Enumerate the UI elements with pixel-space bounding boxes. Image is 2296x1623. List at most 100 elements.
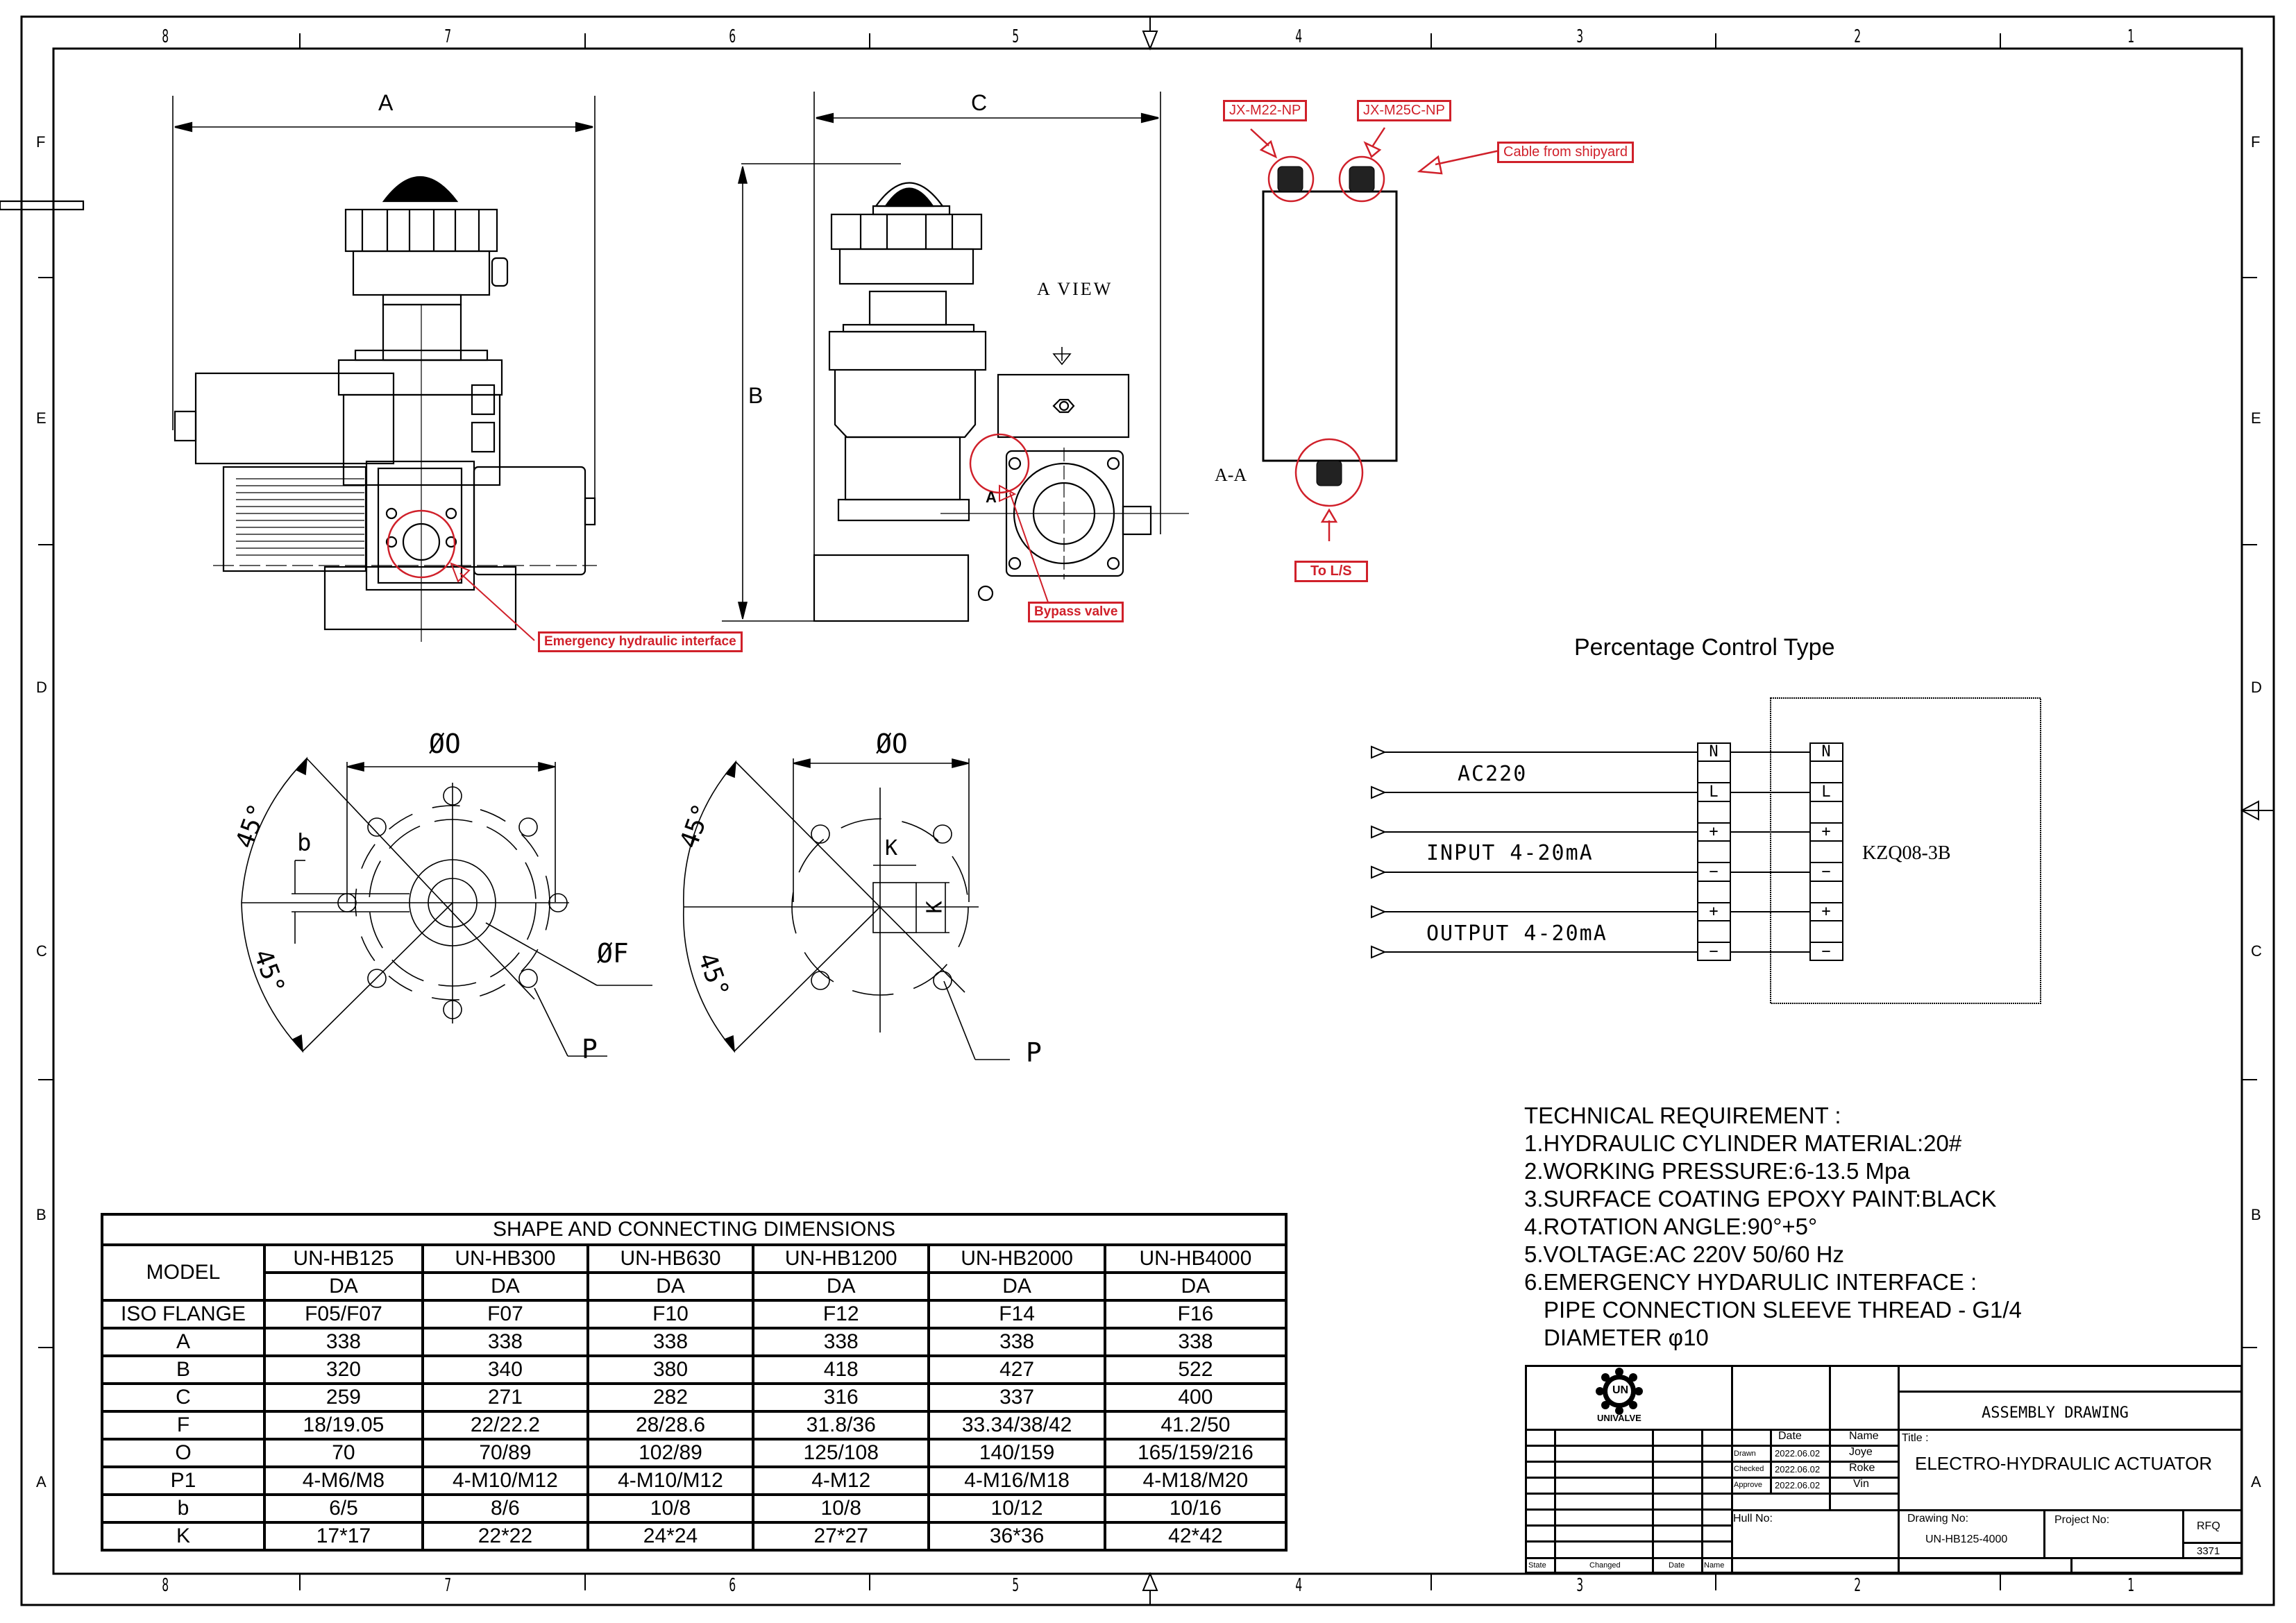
terminal-input-minus: − xyxy=(1709,863,1719,881)
row-label: b xyxy=(101,1493,266,1524)
sign-date: 2022.06.02 xyxy=(1775,1480,1821,1490)
table-cell: 8/6 xyxy=(421,1493,589,1524)
rfq-value: 3371 xyxy=(2197,1545,2220,1557)
logo-text: UN xyxy=(1612,1384,1629,1396)
flange-left-dim-f: ØF xyxy=(597,938,629,969)
wire-group-ac220: AC220 xyxy=(1458,762,1528,786)
univalve-logo-icon xyxy=(1596,1368,1643,1415)
flange-left-hole-p: P xyxy=(582,1034,598,1064)
table-cell: 338 xyxy=(263,1327,424,1357)
section-aa xyxy=(1262,166,1398,486)
emergency-hydraulic-interface-callout: Emergency hydraulic interface xyxy=(538,631,743,652)
table-cell: 42*42 xyxy=(1103,1521,1288,1552)
model-cell: UN-HB1200 xyxy=(752,1243,931,1274)
zone-col-label: 4 xyxy=(1295,1575,1303,1596)
type-cell: DA xyxy=(263,1271,424,1302)
zone-col-label: 3 xyxy=(1576,26,1584,47)
flange-right-hole-p: P xyxy=(1026,1037,1042,1068)
sign-name: Vin xyxy=(1853,1478,1869,1490)
zone-row-label: C xyxy=(2251,942,2262,960)
flange-left-dim-b: b xyxy=(297,829,312,857)
flange-right-dim-k-v: K xyxy=(922,901,947,914)
sign-name: Joye xyxy=(1849,1446,1873,1458)
table-title: SHAPE AND CONNECTING DIMENSIONS xyxy=(101,1213,1288,1246)
bypass-valve-callout: Bypass valve xyxy=(1028,602,1124,622)
controller-model: KZQ08-3B xyxy=(1862,842,1951,864)
wire-terminal-arrow-icon xyxy=(1371,745,1387,959)
terminal-input-plus: + xyxy=(1821,823,1831,840)
rfq-label: RFQ xyxy=(2197,1520,2220,1532)
zone-row-label: E xyxy=(2251,409,2261,427)
table-cell: 4-M18/M20 xyxy=(1103,1465,1288,1496)
table-cell: 427 xyxy=(927,1354,1106,1385)
model-cell: UN-HB125 xyxy=(263,1243,424,1274)
zone-col-label: 8 xyxy=(162,1575,169,1596)
cable-from-shipyard-callout: Cable from shipyard xyxy=(1497,142,1634,163)
zone-row-label: B xyxy=(2251,1206,2261,1223)
terminal-output-minus: − xyxy=(1709,943,1719,960)
wiring-diagram xyxy=(1371,697,2041,1004)
wire-group-output: OUTPUT 4-20mA xyxy=(1426,921,1607,946)
table-cell: 271 xyxy=(421,1382,589,1413)
tech-item: 6.EMERGENCY HYDARULIC INTERFACE : xyxy=(1524,1269,1977,1295)
flange-right xyxy=(682,758,1010,1060)
revision-header-name: Name xyxy=(1704,1561,1725,1570)
zone-row-label: C xyxy=(36,942,47,960)
table-cell: 33.34/38/42 xyxy=(927,1410,1106,1441)
wiring-title: Percentage Control Type xyxy=(1574,634,1835,661)
row-label: A xyxy=(101,1327,266,1357)
tech-item: PIPE CONNECTION SLEEVE THREAD - G1/4 xyxy=(1544,1297,2022,1323)
table-cell: 338 xyxy=(421,1327,589,1357)
type-cell: DA xyxy=(927,1271,1106,1302)
flange-right-dim-o: ØO xyxy=(876,729,908,759)
tech-item: 4.ROTATION ANGLE:90°+5° xyxy=(1524,1214,1818,1239)
table-cell: 4-M10/M12 xyxy=(421,1465,589,1496)
dim-label-a: A xyxy=(378,90,394,115)
table-cell: 4-M6/M8 xyxy=(263,1465,424,1496)
side-view xyxy=(813,92,1189,622)
terminal-l: L xyxy=(1709,783,1719,801)
type-cell: DA xyxy=(586,1271,755,1302)
wire-group-input: INPUT 4-20mA xyxy=(1426,841,1594,865)
row-label: P1 xyxy=(101,1465,266,1496)
table-cell: 282 xyxy=(586,1382,755,1413)
table-cell: 31.8/36 xyxy=(752,1410,931,1441)
emergency-interface-marker xyxy=(387,509,456,579)
table-cell: 27*27 xyxy=(752,1521,931,1552)
dim-label-b: B xyxy=(748,383,763,408)
jx-m22-np-callout: JX-M22-NP xyxy=(1223,100,1308,121)
table-cell: 340 xyxy=(421,1354,589,1385)
sign-date: 2022.06.02 xyxy=(1775,1448,1821,1459)
model-cell: UN-HB2000 xyxy=(927,1243,1106,1274)
terminal-input-plus: + xyxy=(1709,823,1719,840)
table-title-row: SHAPE AND CONNECTING DIMENSIONS xyxy=(101,1213,1288,1246)
drawing-title: ELECTRO-HYDRAULIC ACTUATOR xyxy=(1915,1453,2213,1474)
table-cell: 338 xyxy=(586,1327,755,1357)
type-cell: DA xyxy=(752,1271,931,1302)
table-cell: F10 xyxy=(586,1299,755,1329)
project-no-label: Project No: xyxy=(2054,1514,2110,1526)
zone-row-label: B xyxy=(36,1206,47,1223)
table-cell: F12 xyxy=(752,1299,931,1329)
table-cell: 17*17 xyxy=(263,1521,424,1552)
zone-col-label: 8 xyxy=(162,26,169,47)
type-cell: DA xyxy=(1103,1271,1288,1302)
table-cell: F07 xyxy=(421,1299,589,1329)
terminal-input-minus: − xyxy=(1821,863,1831,881)
table-cell: 41.2/50 xyxy=(1103,1410,1288,1441)
zone-col-label: 6 xyxy=(729,26,736,47)
table-cell: 338 xyxy=(752,1327,931,1357)
section-marker-a: A xyxy=(986,488,997,506)
drawing-no: UN-HB125-4000 xyxy=(1925,1533,2008,1545)
zone-row-label: F xyxy=(2251,133,2261,151)
front-view xyxy=(0,96,597,642)
table-cell: 10/8 xyxy=(586,1493,755,1524)
terminal-strip-right xyxy=(1809,742,1843,961)
dim-label-c: C xyxy=(971,90,988,115)
